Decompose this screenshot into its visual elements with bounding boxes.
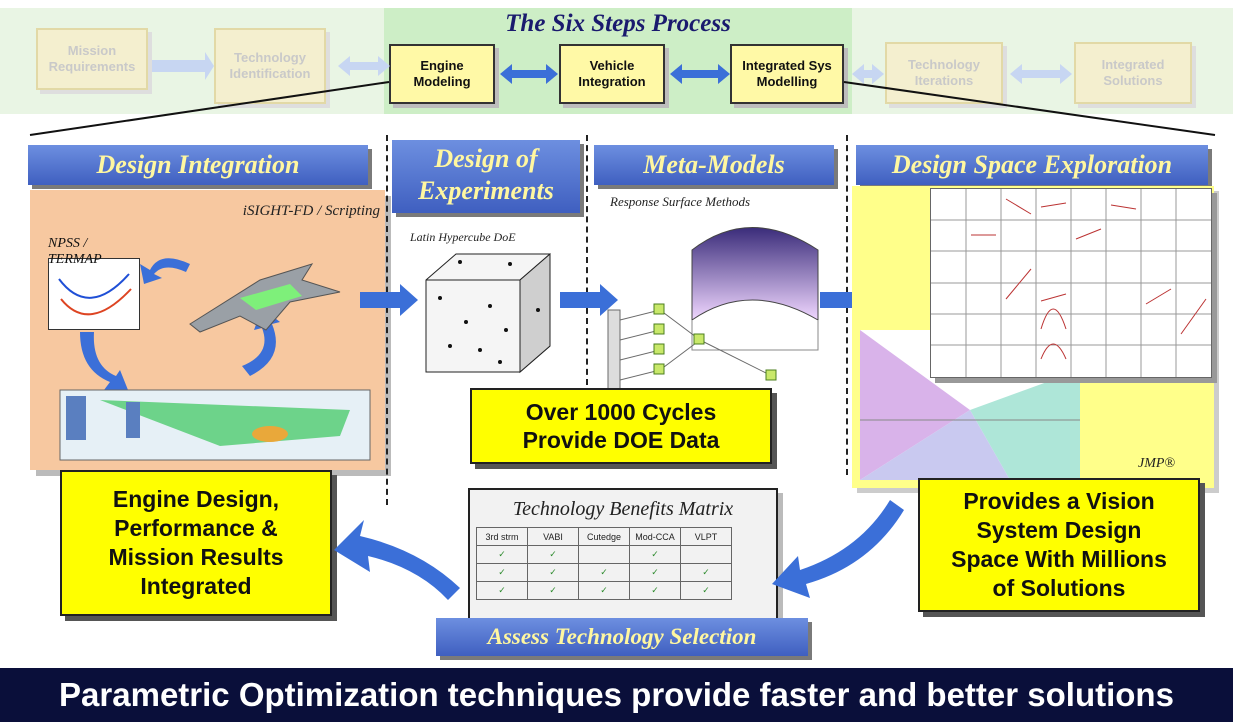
step-engine-modeling: Engine Modeling <box>389 44 495 104</box>
step-integrated-sys-modelling: Integrated Sys Modelling <box>730 44 844 104</box>
funnel-line-left <box>29 81 390 136</box>
benefits-matrix: Technology Benefits Matrix 3rd strm VABI… <box>468 488 778 632</box>
separator-1 <box>386 135 388 505</box>
separator-2 <box>586 135 588 385</box>
double-arrow-icon <box>500 64 558 84</box>
matrix-cell: ✓ <box>527 581 579 600</box>
arrow-right-icon <box>152 52 214 80</box>
return-arrows <box>334 500 904 600</box>
double-arrow-icon <box>670 64 730 84</box>
header-connectors <box>29 52 1216 136</box>
callout-vision: Provides a Vision System Design Space Wi… <box>918 478 1200 612</box>
doe-cube <box>425 252 551 374</box>
curved-arrow-icon <box>334 520 460 600</box>
iSIGHT-label: iSIGHT-FD / Scripting <box>242 203 380 219</box>
surface-shape <box>691 227 819 321</box>
matrix-cell: ✓ <box>578 581 630 600</box>
response-surface-plot <box>607 227 819 390</box>
npss-plot <box>48 258 140 330</box>
jmp-label: JMP® <box>1138 456 1176 471</box>
engine-cross-section-icon <box>59 389 371 461</box>
arrow-right-icon <box>560 284 618 316</box>
double-arrow-icon <box>1010 64 1072 84</box>
table-row: ✓ ✓ ✓ <box>476 545 732 564</box>
scatter-matrix-grid <box>931 189 1211 377</box>
banner-doe: Design of Experiments <box>392 140 580 213</box>
curved-arrow-icon <box>140 258 190 284</box>
banner-design-integration: Design Integration <box>28 145 368 185</box>
footer-text: Parametric Optimization techniques provi… <box>59 676 1174 713</box>
banner-design-space-exploration: Design Space Exploration <box>856 145 1208 185</box>
matrix-cell: ✓ <box>680 581 732 600</box>
six-steps-title: The Six Steps Process <box>505 10 731 37</box>
funnel-line-right <box>843 81 1216 136</box>
step-technology-identification: Technology Identification <box>214 28 326 104</box>
double-arrow-icon <box>852 64 884 84</box>
curved-arrow-icon <box>772 500 904 598</box>
table-row: ✓ ✓ ✓ ✓ ✓ <box>476 581 732 600</box>
latin-hypercube-label: Latin Hypercube DoE <box>410 230 516 244</box>
banner-assess-technology: Assess Technology Selection <box>436 618 808 656</box>
footer-bar: Parametric Optimization techniques provi… <box>0 668 1233 722</box>
curve-plot-icon <box>58 273 132 316</box>
scatter-matrix <box>930 188 1212 378</box>
matrix-table: 3rd strm VABI Cutedge Mod-CCA VLPT ✓ ✓ ✓… <box>476 527 732 600</box>
matrix-title: Technology Benefits Matrix <box>512 498 734 520</box>
callout-doe-data: Over 1000 Cycles Provide DOE Data <box>470 388 772 464</box>
jet-icon <box>189 263 341 333</box>
banner-meta-models: Meta-Models <box>594 145 834 185</box>
integration-illustration <box>59 258 371 461</box>
curved-arrow-icon <box>80 332 128 390</box>
npss-label: NPSS / TERMAP <box>48 236 102 267</box>
step-mission-requirements: Mission Requirements <box>36 28 148 90</box>
step-integrated-solutions: Integrated Solutions <box>1074 42 1192 104</box>
arrow-right-icon <box>360 284 418 316</box>
double-arrow-icon <box>338 56 390 76</box>
response-surface-label: Response Surface Methods <box>610 194 751 209</box>
neural-network-icon <box>607 309 771 390</box>
callout-engine-results: Engine Design, Performance & Mission Res… <box>60 470 332 616</box>
step-technology-iterations: Technology Iterations <box>885 42 1003 104</box>
step-vehicle-integration: Vehicle Integration <box>559 44 665 104</box>
